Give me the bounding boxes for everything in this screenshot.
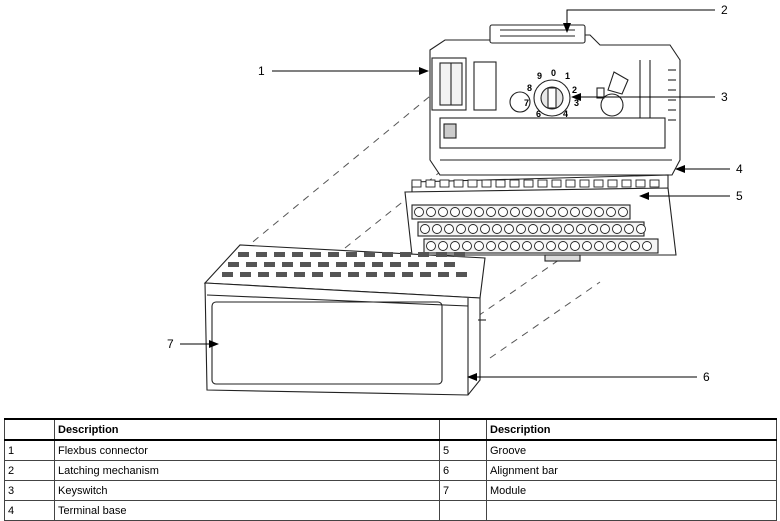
keyswitch-digit: 1: [565, 71, 570, 81]
legend-num: 7: [439, 480, 487, 501]
legend-num: 6: [439, 460, 487, 481]
legend-description: Alignment bar: [486, 460, 777, 481]
legend-description: Flexbus connector: [54, 439, 440, 461]
legend-num: 2: [4, 460, 55, 481]
legend-header-num-left: [4, 418, 55, 441]
module: [203, 244, 486, 396]
legend-row: 2 Latching mechanism 6 Alignment bar: [4, 460, 777, 481]
callout-6: 6: [703, 370, 710, 384]
legend-table: Description Description 1 Flexbus connec…: [4, 418, 777, 521]
legend-num: 3: [4, 480, 55, 501]
legend-description: Keyswitch: [54, 480, 440, 501]
legend-description: Groove: [486, 439, 777, 461]
latching-mechanism: [489, 24, 586, 44]
callout-7: 7: [167, 337, 174, 351]
legend-row: 3 Keyswitch 7 Module: [4, 480, 777, 501]
legend-description: Latching mechanism: [54, 460, 440, 481]
legend-header-description-right: Description: [486, 418, 777, 441]
terminal-base-diagram: 9 0 1 8 2 7 3 6 4: [167, 3, 743, 396]
keyswitch-digit: 7: [524, 98, 529, 108]
module-vent-slots: [222, 252, 467, 277]
callout-1: 1: [258, 64, 265, 78]
keyswitch-digit: 4: [563, 109, 568, 119]
callout-2: 2: [721, 3, 728, 17]
legend-header-row: Description Description: [4, 418, 777, 441]
legend-header-description-left: Description: [54, 418, 440, 441]
legend-num: 5: [439, 439, 487, 461]
legend-row: 1 Flexbus connector 5 Groove: [4, 439, 777, 461]
callout-5: 5: [736, 189, 743, 203]
callout-3: 3: [721, 90, 728, 104]
keyswitch-digit: 0: [551, 68, 556, 78]
terminal-notches: [411, 179, 660, 188]
keyswitch-digit: 3: [574, 98, 579, 108]
callout-4: 4: [736, 162, 743, 176]
legend-header-num-right: [439, 418, 487, 441]
keyswitch-digit: 9: [537, 71, 542, 81]
callout-leaders: [180, 9, 730, 381]
keyswitch-digit: 8: [527, 83, 532, 93]
keyswitch-digit: 6: [536, 109, 541, 119]
keyswitch-digit: 2: [572, 85, 577, 95]
legend-row: 4 Terminal base: [4, 500, 777, 521]
terminal-screws: [414, 207, 652, 251]
legend-description: Module: [486, 480, 777, 501]
keyswitch-digits: 9 0 1 8 2 7 3 6 4: [524, 68, 579, 119]
legend-num: 1: [4, 439, 55, 461]
